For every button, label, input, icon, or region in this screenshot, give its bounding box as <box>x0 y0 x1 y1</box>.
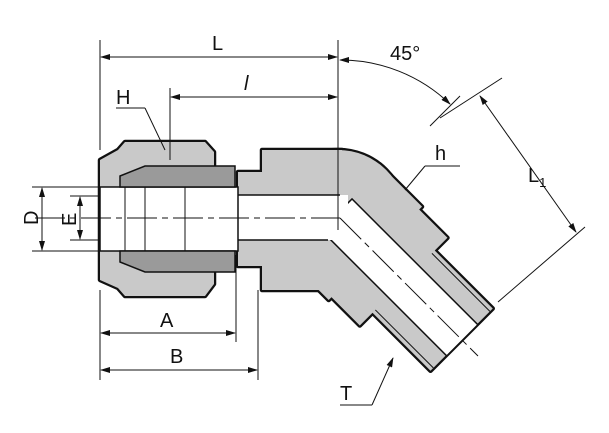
label-H: H <box>116 87 130 109</box>
label-L: L <box>212 33 223 55</box>
dimension-D: D <box>21 186 100 252</box>
label-T: T <box>340 383 352 405</box>
label-T-leader: T <box>340 357 394 406</box>
label-angle: 45° <box>390 43 420 65</box>
label-E: E <box>59 213 81 226</box>
fitting-body-section <box>35 142 508 386</box>
dimension-E: E <box>59 195 100 241</box>
dimension-l: l <box>169 73 338 160</box>
dimension-L1: L1 <box>439 77 586 303</box>
dimension-angle: 45° <box>339 43 461 127</box>
dimension-L: L <box>99 33 339 230</box>
dimension-B: B <box>100 290 259 380</box>
label-l: l <box>244 73 249 95</box>
label-D: D <box>21 211 43 225</box>
label-A: A <box>160 310 174 332</box>
dimension-A: A <box>99 255 237 380</box>
label-h: h <box>435 143 446 165</box>
label-L1: L1 <box>528 165 546 190</box>
label-H-leader: H <box>116 87 166 151</box>
label-B: B <box>170 346 183 368</box>
label-h-leader: h <box>404 143 460 191</box>
